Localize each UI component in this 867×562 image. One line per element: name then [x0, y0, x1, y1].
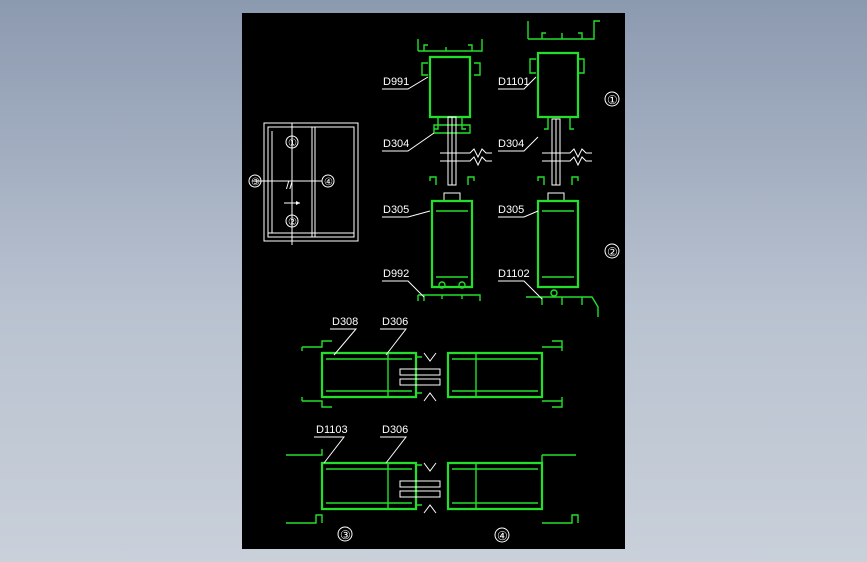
label-top-left-frame: D991	[383, 76, 409, 88]
label-left-interlock: D304	[383, 138, 409, 150]
cad-drawing: // ① ② ③ ④	[248, 20, 620, 543]
label-h2-frame: D1103	[316, 424, 348, 436]
label-h1-sash: D306	[382, 316, 408, 328]
section-marker-2: ②	[607, 245, 618, 259]
section-marker-4: ④	[497, 529, 508, 543]
key-plan: // ① ② ③ ④	[248, 122, 359, 245]
horizontal-section-1	[301, 340, 563, 408]
label-top-right-frame: D1101	[498, 76, 530, 88]
key-marker-4: ④	[324, 177, 333, 188]
glass-mark: //	[286, 178, 293, 192]
section-marker-3: ③	[340, 528, 351, 542]
label-bottom-right-frame: D1102	[498, 268, 530, 280]
label-bottom-left-frame: D992	[383, 268, 409, 280]
label-right-sash: D305	[498, 204, 524, 216]
key-marker-2: ②	[288, 217, 297, 228]
horizontal-section-2	[286, 449, 579, 524]
drawing-sheet: // ① ② ③ ④	[242, 13, 625, 549]
key-marker-3: ③	[251, 177, 260, 188]
key-marker-1: ①	[288, 138, 297, 149]
label-h1-frame: D308	[332, 316, 358, 328]
vertical-section-right	[526, 20, 600, 317]
label-h2-sash: D306	[382, 424, 408, 436]
section-marker-1: ①	[607, 93, 618, 107]
vertical-section-left	[417, 39, 492, 301]
label-right-interlock: D304	[498, 138, 524, 150]
label-left-sash: D305	[383, 204, 409, 216]
leader-lines	[314, 76, 543, 464]
